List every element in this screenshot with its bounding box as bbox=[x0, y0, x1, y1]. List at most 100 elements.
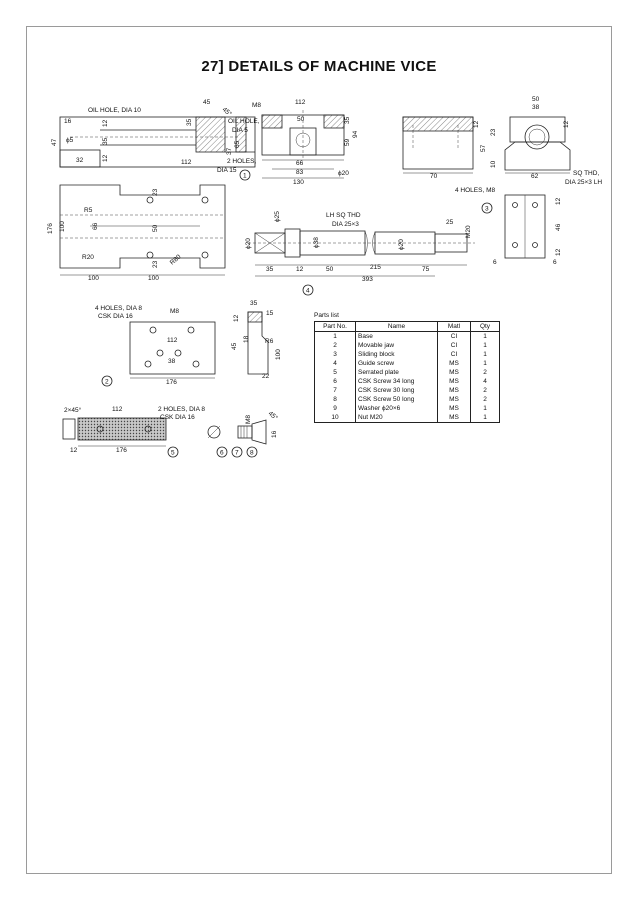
svg-text:35: 35 bbox=[186, 118, 193, 126]
svg-text:M8: M8 bbox=[170, 308, 179, 315]
svg-text:6: 6 bbox=[553, 259, 557, 266]
svg-text:94: 94 bbox=[352, 130, 359, 138]
header-matl: Matl bbox=[437, 321, 471, 332]
svg-text:DIA 15: DIA 15 bbox=[217, 167, 237, 174]
svg-text:45°: 45° bbox=[221, 105, 234, 118]
svg-text:50: 50 bbox=[532, 96, 540, 103]
svg-text:100: 100 bbox=[275, 349, 282, 360]
svg-text:LH SQ THD: LH SQ THD bbox=[326, 212, 361, 219]
svg-text:OIL HOLE,: OIL HOLE, bbox=[228, 118, 260, 125]
svg-text:10: 10 bbox=[490, 160, 497, 168]
svg-text:7: 7 bbox=[235, 450, 239, 457]
svg-text:66: 66 bbox=[296, 160, 304, 167]
jaw-front-view bbox=[402, 116, 474, 170]
svg-text:5: 5 bbox=[171, 450, 175, 457]
svg-text:R20: R20 bbox=[82, 254, 94, 261]
svg-text:100: 100 bbox=[148, 275, 159, 282]
svg-text:6: 6 bbox=[220, 450, 224, 457]
svg-text:18: 18 bbox=[243, 335, 250, 343]
svg-text:M20: M20 bbox=[465, 225, 472, 238]
svg-text:12: 12 bbox=[563, 120, 570, 128]
svg-text:38: 38 bbox=[168, 358, 176, 365]
svg-text:50: 50 bbox=[152, 224, 159, 232]
svg-text:6: 6 bbox=[493, 259, 497, 266]
svg-text:SQ THD,: SQ THD, bbox=[573, 170, 599, 177]
svg-text:12: 12 bbox=[102, 154, 109, 162]
svg-text:ϕ20: ϕ20 bbox=[245, 238, 252, 249]
base-plan-view bbox=[59, 184, 226, 269]
svg-text:112: 112 bbox=[167, 337, 178, 344]
callout-1: 1 bbox=[239, 169, 251, 181]
svg-text:32: 32 bbox=[76, 157, 84, 164]
svg-text:ϕ38: ϕ38 bbox=[313, 237, 320, 248]
svg-text:16: 16 bbox=[271, 430, 278, 438]
svg-text:12: 12 bbox=[233, 314, 240, 322]
svg-text:59: 59 bbox=[344, 138, 351, 146]
svg-text:4 HOLES, M8: 4 HOLES, M8 bbox=[455, 187, 495, 194]
svg-text:112: 112 bbox=[112, 406, 123, 413]
svg-text:M8: M8 bbox=[245, 415, 252, 424]
header-qty: Qty bbox=[470, 321, 500, 332]
callout-4: 4 bbox=[302, 284, 314, 296]
guide-screw-view bbox=[248, 228, 475, 258]
svg-text:50: 50 bbox=[297, 116, 305, 123]
serrated-plate-view bbox=[62, 417, 167, 441]
svg-text:ϕ25: ϕ25 bbox=[274, 211, 281, 222]
svg-text:45: 45 bbox=[203, 99, 211, 106]
jaw-plate-side-view bbox=[247, 311, 269, 375]
svg-text:ϕ20: ϕ20 bbox=[398, 239, 405, 250]
svg-text:CSK DIA 16: CSK DIA 16 bbox=[160, 414, 195, 421]
csk-screw-view bbox=[207, 419, 267, 445]
svg-text:2×45°: 2×45° bbox=[64, 406, 82, 414]
svg-text:62: 62 bbox=[531, 173, 539, 180]
svg-text:22: 22 bbox=[262, 373, 270, 380]
callout-5: 5 bbox=[167, 446, 179, 458]
svg-text:DIA 25×3 LH: DIA 25×3 LH bbox=[565, 179, 602, 186]
svg-text:4: 4 bbox=[306, 288, 310, 295]
svg-text:25: 25 bbox=[446, 219, 454, 226]
svg-text:M8: M8 bbox=[252, 102, 261, 109]
svg-text:12: 12 bbox=[102, 119, 109, 127]
svg-text:65: 65 bbox=[234, 140, 241, 148]
svg-text:50: 50 bbox=[326, 266, 334, 273]
svg-text:8: 8 bbox=[250, 450, 254, 457]
svg-text:35: 35 bbox=[102, 137, 109, 145]
svg-text:ϕ5: ϕ5 bbox=[66, 137, 74, 144]
svg-text:12: 12 bbox=[555, 248, 562, 256]
header-name: Name bbox=[355, 321, 438, 332]
svg-text:70: 70 bbox=[430, 173, 438, 180]
svg-text:16: 16 bbox=[64, 118, 72, 125]
svg-text:46: 46 bbox=[555, 223, 562, 231]
callout-6: 6 bbox=[216, 446, 228, 458]
svg-text:215: 215 bbox=[370, 264, 381, 271]
svg-text:R6: R6 bbox=[265, 338, 274, 345]
svg-text:176: 176 bbox=[166, 379, 177, 386]
page-frame bbox=[26, 26, 612, 874]
header-part-no: Part No. bbox=[314, 321, 356, 332]
svg-text:57: 57 bbox=[480, 144, 487, 152]
svg-text:2: 2 bbox=[105, 379, 109, 386]
svg-text:100: 100 bbox=[88, 275, 99, 282]
svg-text:2 HOLES, DIA 8: 2 HOLES, DIA 8 bbox=[158, 406, 205, 413]
svg-text:23: 23 bbox=[152, 188, 159, 196]
svg-text:15: 15 bbox=[266, 310, 274, 317]
svg-text:35: 35 bbox=[266, 266, 274, 273]
svg-text:3: 3 bbox=[485, 206, 489, 213]
svg-text:38: 38 bbox=[532, 104, 540, 111]
callout-3: 3 bbox=[481, 202, 493, 214]
svg-text:12: 12 bbox=[70, 447, 78, 454]
jaw-side-view bbox=[504, 116, 571, 171]
svg-text:112: 112 bbox=[295, 99, 306, 106]
callout-2: 2 bbox=[101, 375, 113, 387]
svg-text:1: 1 bbox=[243, 173, 247, 180]
svg-text:R5: R5 bbox=[84, 207, 93, 214]
svg-text:112: 112 bbox=[181, 159, 192, 166]
